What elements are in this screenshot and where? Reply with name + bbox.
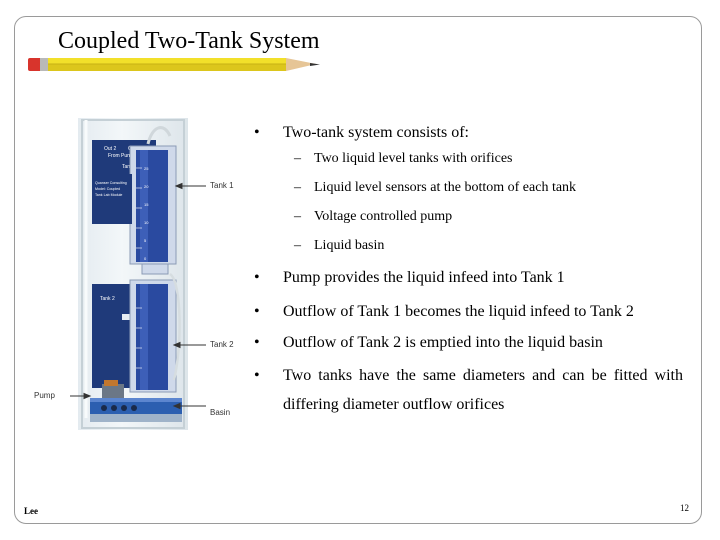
bullet-marker: • <box>254 334 260 351</box>
pump <box>102 384 124 400</box>
tank-system-photo: Out 2 Out From Pump Tank 1 Quanser Consu… <box>78 118 188 430</box>
sub-item-text: Two liquid level tanks with orifices <box>314 151 513 166</box>
sub-item-text: Voltage controlled pump <box>314 209 453 224</box>
dash-marker: – <box>294 238 301 253</box>
bullet-text: Two tanks have the same diameters and ca… <box>283 367 683 413</box>
panel1-label: Model: Coupled <box>95 187 120 191</box>
panel2-label: Tank 2 <box>100 296 115 302</box>
scale-mark: 5 <box>144 238 147 243</box>
scale-mark: 10 <box>144 220 149 225</box>
panel1-label: From Pump <box>108 153 134 159</box>
scale-mark: 25 <box>144 166 149 171</box>
pencil-icon <box>28 58 320 71</box>
sub-item-text: Liquid level sensors at the bottom of ea… <box>314 180 577 195</box>
scale-mark: 20 <box>144 184 149 189</box>
bullet-text: Two-tank system consists of: <box>283 124 469 141</box>
bullet-text: Outflow of Tank 1 becomes the liquid inf… <box>283 303 634 320</box>
panel1-label: Quanser Consulting <box>95 181 127 185</box>
callout-pump: Pump <box>34 391 55 400</box>
panel1-label: Out 2 <box>104 146 116 152</box>
slide-title: Coupled Two-Tank System <box>58 28 320 54</box>
scale-mark: 15 <box>144 202 149 207</box>
bullet-text: Outflow of Tank 2 is emptied into the li… <box>283 334 603 351</box>
bullet-marker: • <box>254 124 260 141</box>
sub-item-text: Liquid basin <box>314 238 385 253</box>
callout-basin: Basin <box>210 408 231 417</box>
dash-marker: – <box>294 180 301 195</box>
callout-tank2: Tank 2 <box>210 340 234 349</box>
dash-marker: – <box>294 209 301 224</box>
scale-mark: 0 <box>144 256 147 261</box>
panel1-label: Tank Lab Module <box>95 193 122 197</box>
slide-frame <box>14 16 702 524</box>
bullet-marker: • <box>254 269 260 286</box>
bullet-text: Pump provides the liquid infeed into Tan… <box>283 269 565 286</box>
panel1-label: Tank 1 <box>122 164 137 170</box>
page-number: 12 <box>680 503 689 513</box>
callout-tank1: Tank 1 <box>210 181 234 190</box>
footer-author: Lee <box>24 506 38 516</box>
bullet-marker: • <box>254 303 260 320</box>
bullet-marker: • <box>254 367 260 384</box>
dash-marker: – <box>294 151 301 166</box>
